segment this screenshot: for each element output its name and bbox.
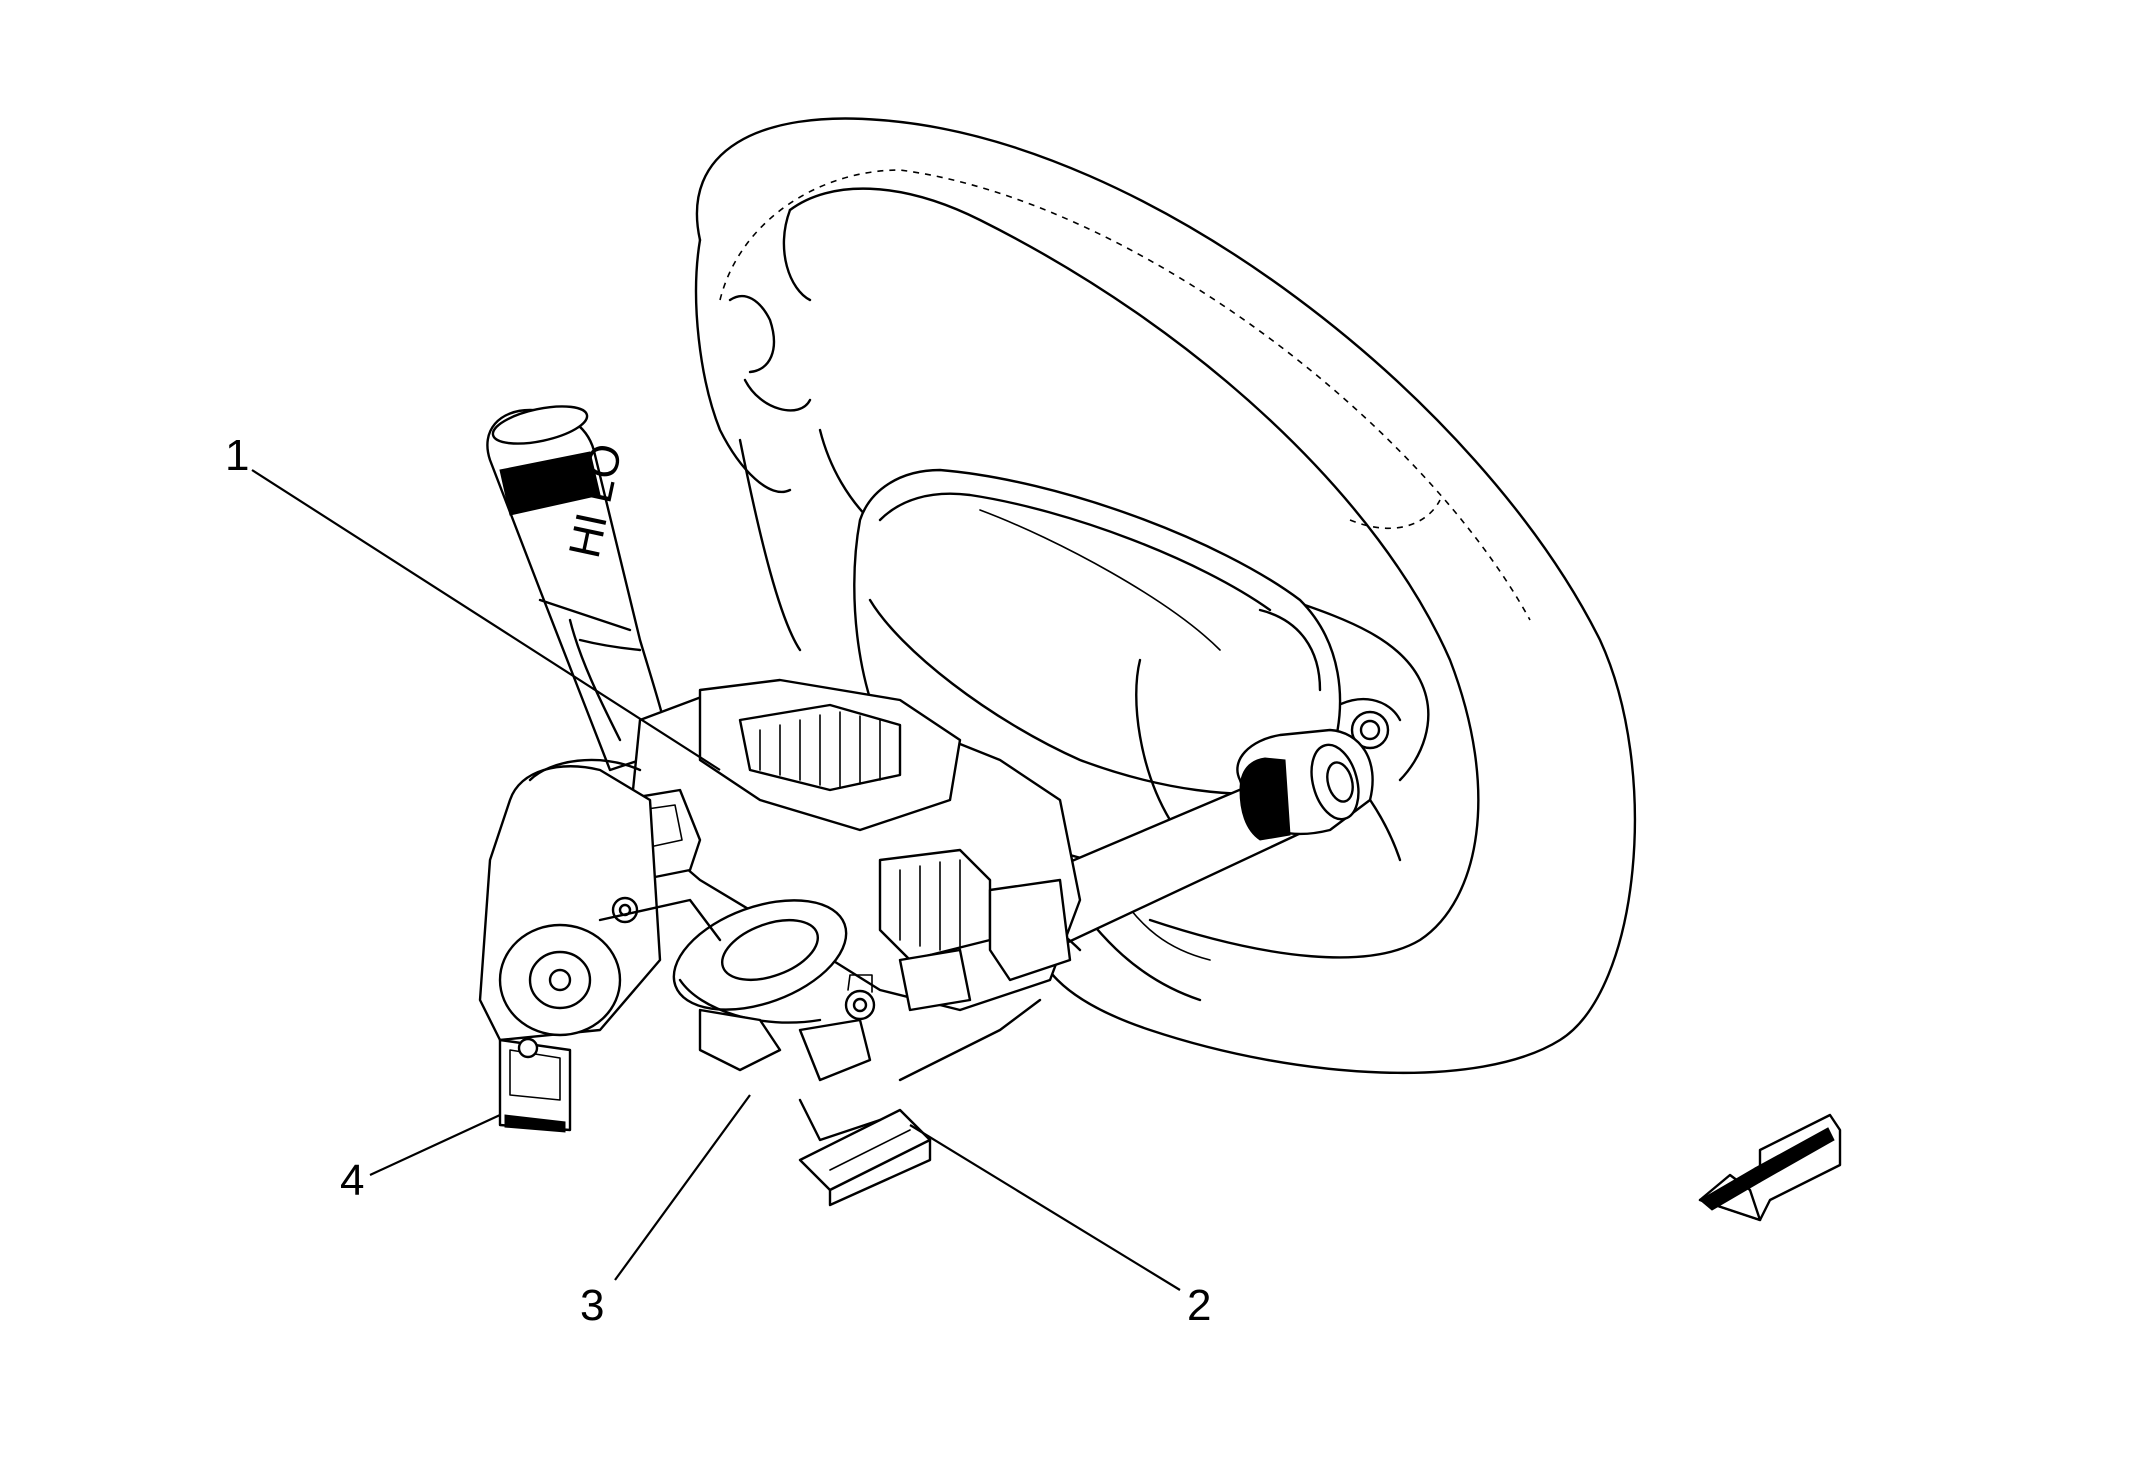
callout-leaders: [251, 469, 1181, 1291]
arrow-down-left-icon: [1698, 1113, 1842, 1222]
left-multifunction-lever: HI LO: [486, 405, 672, 772]
leader-3: [614, 1094, 751, 1281]
callout-labels: 1 2 3 4: [225, 431, 1211, 1330]
callout-2: 2: [1187, 1281, 1211, 1330]
steering-column-switch-assembly: [618, 678, 1082, 1082]
leader-2: [909, 1124, 1181, 1291]
callout-1: 1: [225, 431, 249, 480]
ignition-lock-housing: [478, 758, 722, 1133]
callout-3: 3: [580, 1281, 604, 1330]
callout-4: 4: [340, 1156, 364, 1205]
leader-4: [369, 1114, 501, 1176]
leader-1: [251, 469, 721, 771]
switch-connector: [798, 998, 1042, 1207]
